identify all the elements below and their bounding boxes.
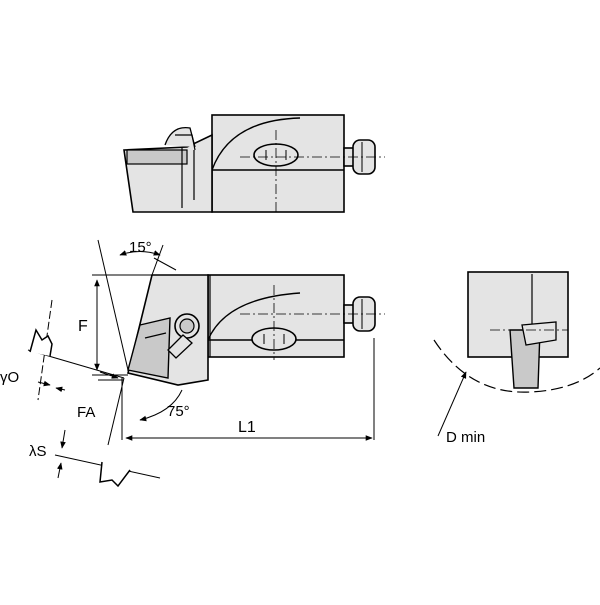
insert-glyphs	[29, 328, 131, 488]
end-view	[467, 271, 569, 389]
label-d-min: D min	[446, 429, 485, 446]
d-min-leader	[437, 371, 467, 437]
label-dim-f: F	[78, 318, 88, 335]
side-view-centerlines	[240, 285, 385, 360]
side-view-body	[207, 274, 345, 358]
top-view-body-curve	[211, 117, 301, 171]
label-angle-top: 15°	[129, 239, 152, 256]
top-view-centerlines	[240, 130, 385, 215]
label-dim-fa: FA	[77, 404, 95, 421]
label-dim-l1: L1	[238, 419, 256, 436]
label-lambda-s: λS	[29, 443, 47, 460]
label-gamma-o: γO	[0, 369, 19, 386]
label-angle-lead: 75°	[167, 403, 190, 420]
side-view-insert	[127, 317, 171, 379]
side-view	[127, 274, 376, 386]
top-view	[123, 114, 376, 213]
top-view-head	[123, 133, 213, 213]
